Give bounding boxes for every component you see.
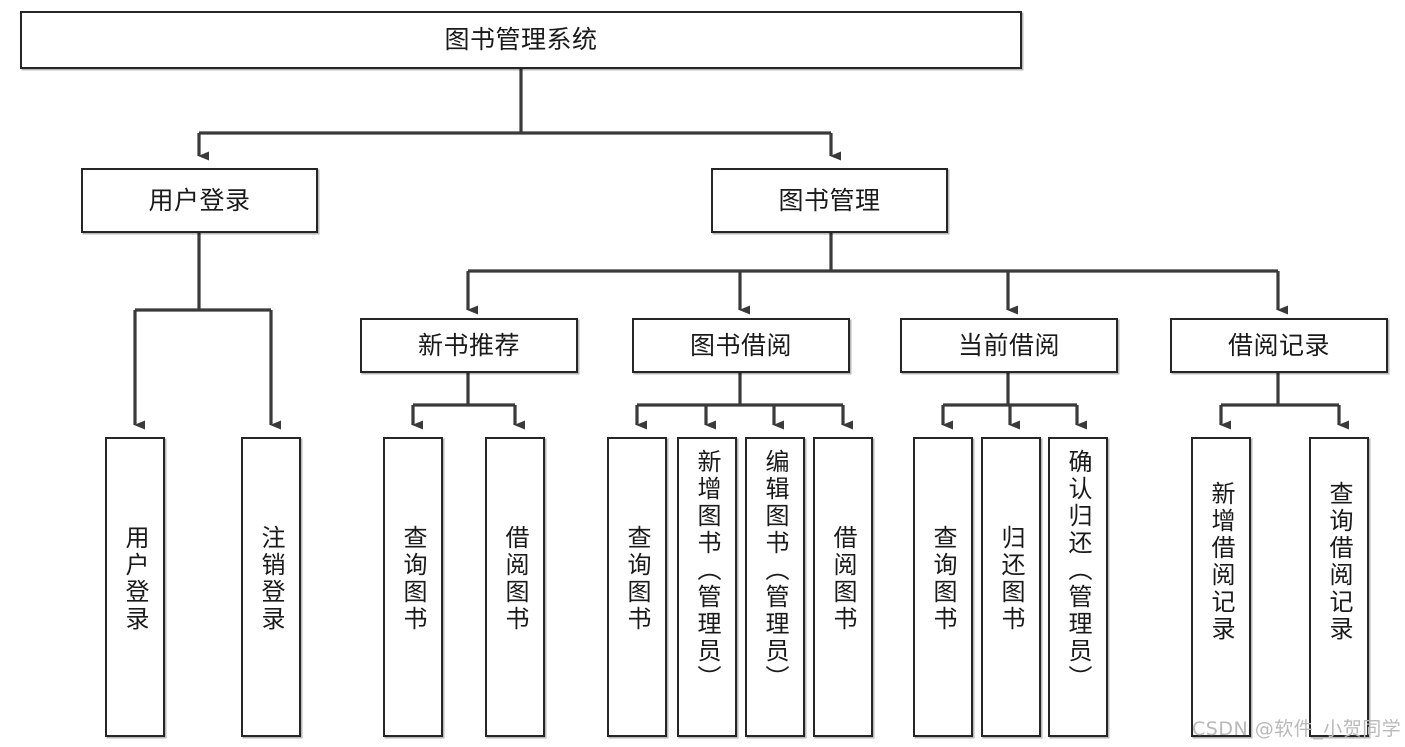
csdn-watermark: CSDN @软件_小贺同学 [1192, 718, 1402, 740]
node-label: 新增图书（管理员） [693, 449, 721, 692]
node-label: 新增借阅记录 [1207, 481, 1235, 643]
node-label: 查询图书 [399, 525, 427, 633]
node-book-borrow[interactable]: 图书借阅 [632, 318, 850, 373]
leaf-currentborrow-return-book[interactable]: 归还图书 [981, 437, 1041, 737]
leaf-bookborrow-edit-book-admin[interactable]: 编辑图书（管理员） [745, 437, 805, 737]
node-current-borrow[interactable]: 当前借阅 [900, 318, 1118, 373]
leaf-newbook-query-book[interactable]: 查询图书 [383, 437, 443, 737]
node-borrow-record[interactable]: 借阅记录 [1170, 318, 1388, 373]
node-label: 用户登录 [148, 185, 251, 215]
node-label: 图书借阅 [689, 330, 792, 360]
node-label: 查询图书 [623, 525, 651, 633]
leaf-bookborrow-query-book[interactable]: 查询图书 [607, 437, 667, 737]
leaf-bookborrow-add-book-admin[interactable]: 新增图书（管理员） [677, 437, 737, 737]
node-label: 确认归还（管理员） [1064, 449, 1092, 692]
node-label: 借阅图书 [501, 525, 529, 633]
leaf-currentborrow-query-book[interactable]: 查询图书 [913, 437, 973, 737]
node-book-management[interactable]: 图书管理 [711, 168, 948, 233]
node-label: 新书推荐 [417, 330, 520, 360]
node-label: 查询借阅记录 [1325, 481, 1353, 643]
node-label: 用户登录 [121, 525, 149, 633]
node-label: 图书管理系统 [444, 25, 598, 55]
node-label: 归还图书 [997, 525, 1025, 633]
node-new-book-recommend[interactable]: 新书推荐 [360, 318, 578, 373]
leaf-logout[interactable]: 注销登录 [241, 437, 301, 737]
leaf-borrowrecord-add-record[interactable]: 新增借阅记录 [1191, 437, 1251, 737]
node-label: 借阅记录 [1227, 330, 1330, 360]
node-label: 注销登录 [257, 525, 285, 633]
leaf-newbook-borrow-book[interactable]: 借阅图书 [485, 437, 545, 737]
node-label: 当前借阅 [957, 330, 1060, 360]
node-label: 编辑图书（管理员） [761, 449, 789, 692]
leaf-currentborrow-confirm-return-admin[interactable]: 确认归还（管理员） [1048, 437, 1108, 737]
leaf-bookborrow-borrow-book[interactable]: 借阅图书 [813, 437, 873, 737]
node-label: 图书管理 [778, 185, 881, 215]
node-label: 借阅图书 [829, 525, 857, 633]
leaf-user-login[interactable]: 用户登录 [105, 437, 165, 737]
leaf-borrowrecord-query-record[interactable]: 查询借阅记录 [1309, 437, 1369, 737]
node-user-login[interactable]: 用户登录 [81, 168, 318, 233]
node-label: 查询图书 [929, 525, 957, 633]
node-root-book-management-system[interactable]: 图书管理系统 [20, 11, 1022, 69]
